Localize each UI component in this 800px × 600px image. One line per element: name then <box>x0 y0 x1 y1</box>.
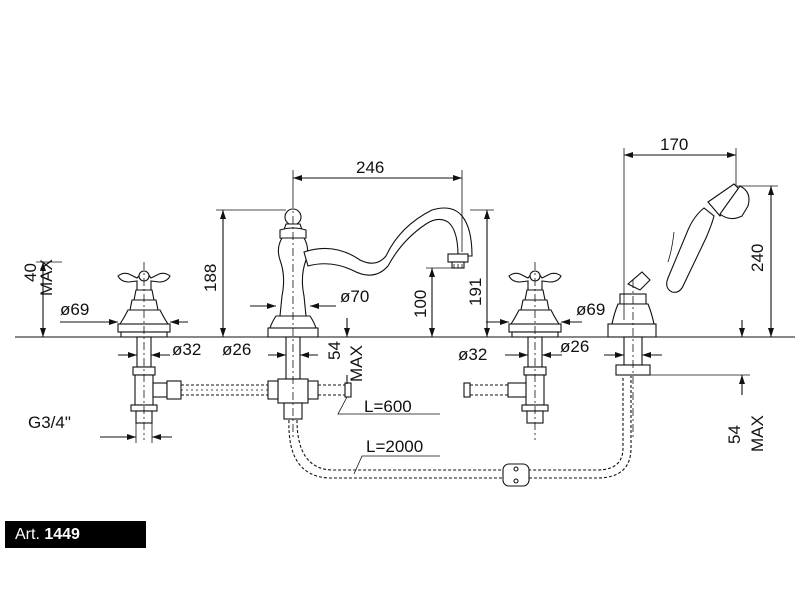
left-cross-valve <box>117 262 182 440</box>
dim-shank-left: ø32 <box>172 340 201 359</box>
dim-shank-right: ø32 <box>458 345 487 364</box>
dim-handshower-height: 240 <box>748 244 767 272</box>
dim-handshower-deck-max: 54 <box>725 425 744 444</box>
dim-flex-hose-length: L=600 <box>364 397 412 416</box>
right-flex-hose <box>318 382 508 398</box>
dim-handshower-deck-max-label: MAX <box>748 415 767 452</box>
spout <box>267 200 473 440</box>
dim-spout-outlet-height: 100 <box>411 290 430 318</box>
article-number: 1449 <box>44 526 80 543</box>
article-prefix: Art. <box>15 526 40 543</box>
hand-shower <box>607 183 750 440</box>
dim-valve-flange-left: ø69 <box>60 300 89 319</box>
dim-spout-deck-max: 54 <box>325 341 344 360</box>
left-flex-hose <box>181 384 268 396</box>
article-badge: Art. 1449 <box>5 521 146 548</box>
dim-valve-flange-right: ø69 <box>576 300 605 319</box>
dim-spout-total-height: 191 <box>466 278 485 306</box>
dim-valve-max-height: 40 <box>21 263 40 282</box>
dim-shank-handshower: ø26 <box>560 337 589 356</box>
dim-handshower-reach: 170 <box>660 135 688 154</box>
dim-spout-reach: 246 <box>356 158 384 177</box>
dim-valve-max-label: MAX <box>37 259 56 296</box>
dim-spout-height: 188 <box>201 264 220 292</box>
right-cross-valve <box>507 262 562 440</box>
shower-hose <box>288 376 632 487</box>
dim-shower-hose-length: L=2000 <box>366 437 423 456</box>
dim-shank-spout: ø26 <box>222 340 251 359</box>
dim-thread: G3/4" <box>28 413 71 432</box>
dim-spout-flange: ø70 <box>340 287 369 306</box>
dim-spout-deck-max-label: MAX <box>347 345 366 382</box>
